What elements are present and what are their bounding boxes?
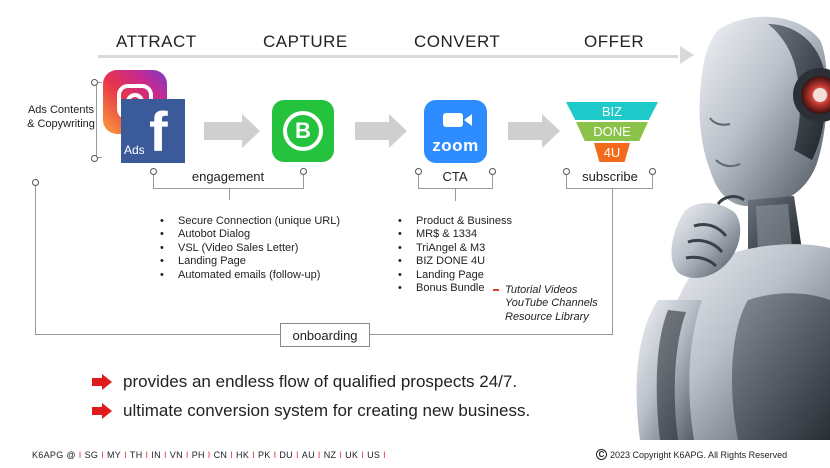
country-ph: PH xyxy=(191,450,205,460)
engagement-dot-left xyxy=(150,168,157,175)
country-vn: VN xyxy=(169,450,183,460)
list-item: Automated emails (follow-up) xyxy=(156,269,340,282)
statement-1: provides an endless flow of qualified pr… xyxy=(92,372,517,392)
list-item: VSL (Video Sales Letter) xyxy=(156,242,340,255)
engagement-dot-right xyxy=(300,168,307,175)
stage-convert: CONVERT xyxy=(414,32,501,51)
list-item: Landing Page xyxy=(394,269,512,282)
facebook-ads-label: Ads xyxy=(124,143,145,157)
bonus-extras: Tutorial Videos YouTube Channels Resourc… xyxy=(505,284,598,324)
list-item: MR$ & 1334 xyxy=(394,228,512,241)
stage-attract: ATTRACT xyxy=(116,32,197,51)
list-item: Secure Connection (unique URL) xyxy=(156,215,340,228)
facebook-icon: f Ads xyxy=(121,99,185,163)
country-th: TH xyxy=(129,450,143,460)
country-au: AU xyxy=(301,450,315,460)
ads-contents-label: Ads Contents & Copywriting xyxy=(18,103,104,131)
ads-bracket-bottom-tick xyxy=(96,157,102,158)
footer-copyright: C 2023 Copyright K6APG. All Rights Reser… xyxy=(596,449,787,460)
onboarding-loop-dot xyxy=(32,179,39,186)
bonus-extra-tutorial: Tutorial Videos xyxy=(505,284,578,296)
statement-2: ultimate conversion system for creating … xyxy=(92,401,530,421)
flow-arrow-1-head xyxy=(242,114,260,148)
onboarding-box: onboarding xyxy=(280,323,370,347)
subscribe-dot-left xyxy=(563,168,570,175)
stage-timeline-arrowhead xyxy=(680,46,694,64)
flow-arrow-1-body xyxy=(204,122,242,140)
copyright-icon: C xyxy=(596,449,607,460)
cta-bracket-left xyxy=(418,172,419,188)
ads-contents-line-1: Ads Contents xyxy=(27,104,95,116)
list-item: Landing Page xyxy=(156,255,340,268)
red-arrow-icon xyxy=(92,403,114,419)
flow-arrow-2-body xyxy=(355,122,389,140)
stage-timeline-line xyxy=(98,55,678,58)
engagement-stem xyxy=(229,189,230,200)
bonus-extra-youtube: YouTube Channels xyxy=(505,297,598,310)
country-hk: HK xyxy=(236,450,250,460)
engagement-bracket-left xyxy=(153,172,154,188)
country-in: IN xyxy=(151,450,161,460)
subscribe-bracket-left xyxy=(566,172,567,188)
flow-arrow-3-body xyxy=(508,122,542,140)
country-us: US xyxy=(367,450,381,460)
subscribe-dot-right xyxy=(649,168,656,175)
whatsapp-b-letter: B xyxy=(295,118,311,143)
ads-contents-line-2: & Copywriting xyxy=(27,118,95,130)
list-item: Autobot Dialog xyxy=(156,228,340,241)
subscribe-bracket-right xyxy=(652,172,653,188)
whatsapp-business-icon: B xyxy=(272,100,334,162)
country-nz: NZ xyxy=(323,450,337,460)
subscribe-label: subscribe xyxy=(576,169,644,184)
stage-offer: OFFER xyxy=(584,32,645,51)
country-uk: UK xyxy=(345,450,359,460)
zoom-wordmark: zoom xyxy=(432,136,479,155)
footer-brand: K6APG @ xyxy=(32,450,76,460)
list-item: BIZ DONE 4U xyxy=(394,255,512,268)
cta-dot-left xyxy=(415,168,422,175)
bracket-dot-top xyxy=(91,79,98,86)
zoom-icon: zoom xyxy=(424,100,487,163)
engagement-label: engagement xyxy=(172,169,284,184)
engagement-bracket-bottom xyxy=(153,188,304,189)
cta-dot-right xyxy=(489,168,496,175)
flow-arrow-2-head xyxy=(389,114,407,148)
ads-bracket-top-tick xyxy=(96,82,102,83)
statement-2-text: ultimate conversion system for creating … xyxy=(123,401,531,420)
engagement-bracket-right xyxy=(303,172,304,188)
onboarding-loop-bottom-right xyxy=(367,334,613,335)
statement-1-text: provides an endless flow of qualified pr… xyxy=(123,372,518,391)
list-item: Bonus Bundle xyxy=(394,282,512,295)
country-cn: CN xyxy=(213,450,228,460)
bracket-dot-bottom xyxy=(91,155,98,162)
funnel-band-done: DONE xyxy=(576,122,648,141)
flow-arrow-3-head xyxy=(542,114,560,148)
cta-list: Product & Business MR$ & 1334 TriAngel &… xyxy=(394,215,512,295)
country-sg: SG xyxy=(84,450,99,460)
funnel-band-4u: 4U xyxy=(594,143,630,162)
country-du: DU xyxy=(279,450,293,460)
bonus-red-dash xyxy=(493,289,499,291)
country-pk: PK xyxy=(257,450,271,460)
onboarding-loop-left xyxy=(35,183,36,334)
bonus-extra-resource: Resource Library xyxy=(505,310,589,323)
robot-thinker-image xyxy=(636,16,830,440)
copyright-text: 2023 Copyright K6APG. All Rights Reserve… xyxy=(610,449,788,460)
onboarding-loop-right xyxy=(612,189,613,335)
list-item: TriAngel & M3 xyxy=(394,242,512,255)
list-item: Product & Business xyxy=(394,215,512,228)
onboarding-loop-bottom-left xyxy=(35,334,281,335)
ads-bracket-line xyxy=(96,82,97,158)
cta-bracket-bottom xyxy=(418,188,493,189)
stage-capture: CAPTURE xyxy=(263,32,348,51)
red-arrow-icon xyxy=(92,374,114,390)
country-my: MY xyxy=(107,450,122,460)
cta-label: CTA xyxy=(433,169,477,184)
engagement-list: Secure Connection (unique URL) Autobot D… xyxy=(156,215,340,282)
funnel-band-biz: BIZ xyxy=(566,102,658,120)
subscribe-bracket-bottom xyxy=(566,188,653,189)
cta-bracket-right xyxy=(492,172,493,188)
cta-stem xyxy=(455,189,456,201)
